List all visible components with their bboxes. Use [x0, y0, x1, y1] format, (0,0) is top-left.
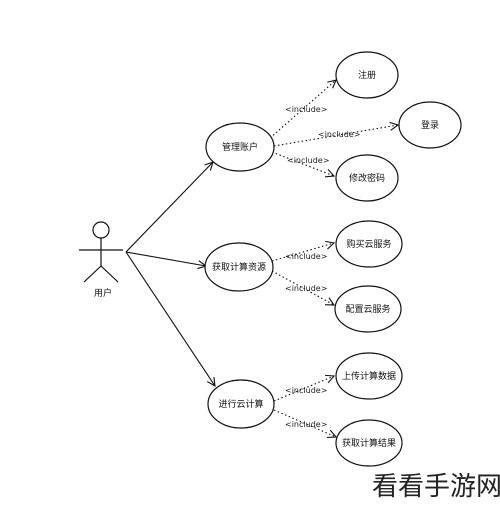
include-line-upload-data [273, 376, 334, 402]
svg-text:购买云服务: 购买云服务 [346, 238, 391, 250]
use-case-change-password: 修改密码 [335, 154, 399, 202]
use-case-upload-data: 上传计算数据 [335, 352, 403, 400]
use-case-get-resources: 获取计算资源 [204, 242, 274, 292]
include-line-get-result [273, 409, 336, 437]
include-line-login [273, 125, 398, 147]
watermark: 看看手游网 [372, 472, 500, 502]
include-label-change-password: <include> [287, 156, 329, 165]
actor-label: 用户 [94, 287, 112, 299]
include-label-get-result: <include> [285, 420, 327, 429]
use-case-buy-service: 购买云服务 [335, 220, 403, 268]
svg-text:获取计算资源: 获取计算资源 [212, 261, 266, 273]
use-case-manage-account: 管理账户 [205, 122, 275, 172]
include-label-buy-service: <include> [285, 252, 327, 261]
association-get-resources [125, 251, 206, 266]
include-line-change-password [271, 151, 334, 176]
association-manage-account [125, 162, 213, 253]
include-label-login: <include> [318, 130, 360, 139]
include-label-upload-data: <include> [285, 386, 327, 395]
use-case-register: 注册 [335, 51, 399, 99]
svg-text:注册: 注册 [358, 69, 376, 81]
association-cloud-compute [125, 251, 215, 386]
svg-text:登录: 登录 [421, 120, 439, 131]
include-line-register [269, 80, 336, 139]
svg-text:获取计算结果: 获取计算结果 [342, 437, 396, 449]
include-label-register: <include> [285, 105, 327, 114]
actor-head [92, 221, 110, 239]
svg-text:修改密码: 修改密码 [349, 172, 385, 184]
actor-user: 用户 [79, 221, 123, 299]
include-label-config-service: <include> [285, 284, 327, 293]
actor-left-leg [83, 265, 102, 283]
use-case-login: 登录 [398, 101, 462, 149]
include-line-buy-service [271, 243, 334, 262]
svg-text:上传计算数据: 上传计算数据 [342, 370, 396, 382]
use-case-cloud-compute: 进行云计算 [207, 379, 275, 429]
svg-text:管理账户: 管理账户 [222, 141, 258, 153]
use-case-get-result: 获取计算结果 [335, 419, 403, 467]
actor-right-leg [100, 265, 119, 283]
svg-text:配置云服务: 配置云服务 [345, 303, 390, 315]
svg-text:进行云计算: 进行云计算 [218, 398, 263, 410]
use-case-config-service: 配置云服务 [334, 285, 402, 333]
